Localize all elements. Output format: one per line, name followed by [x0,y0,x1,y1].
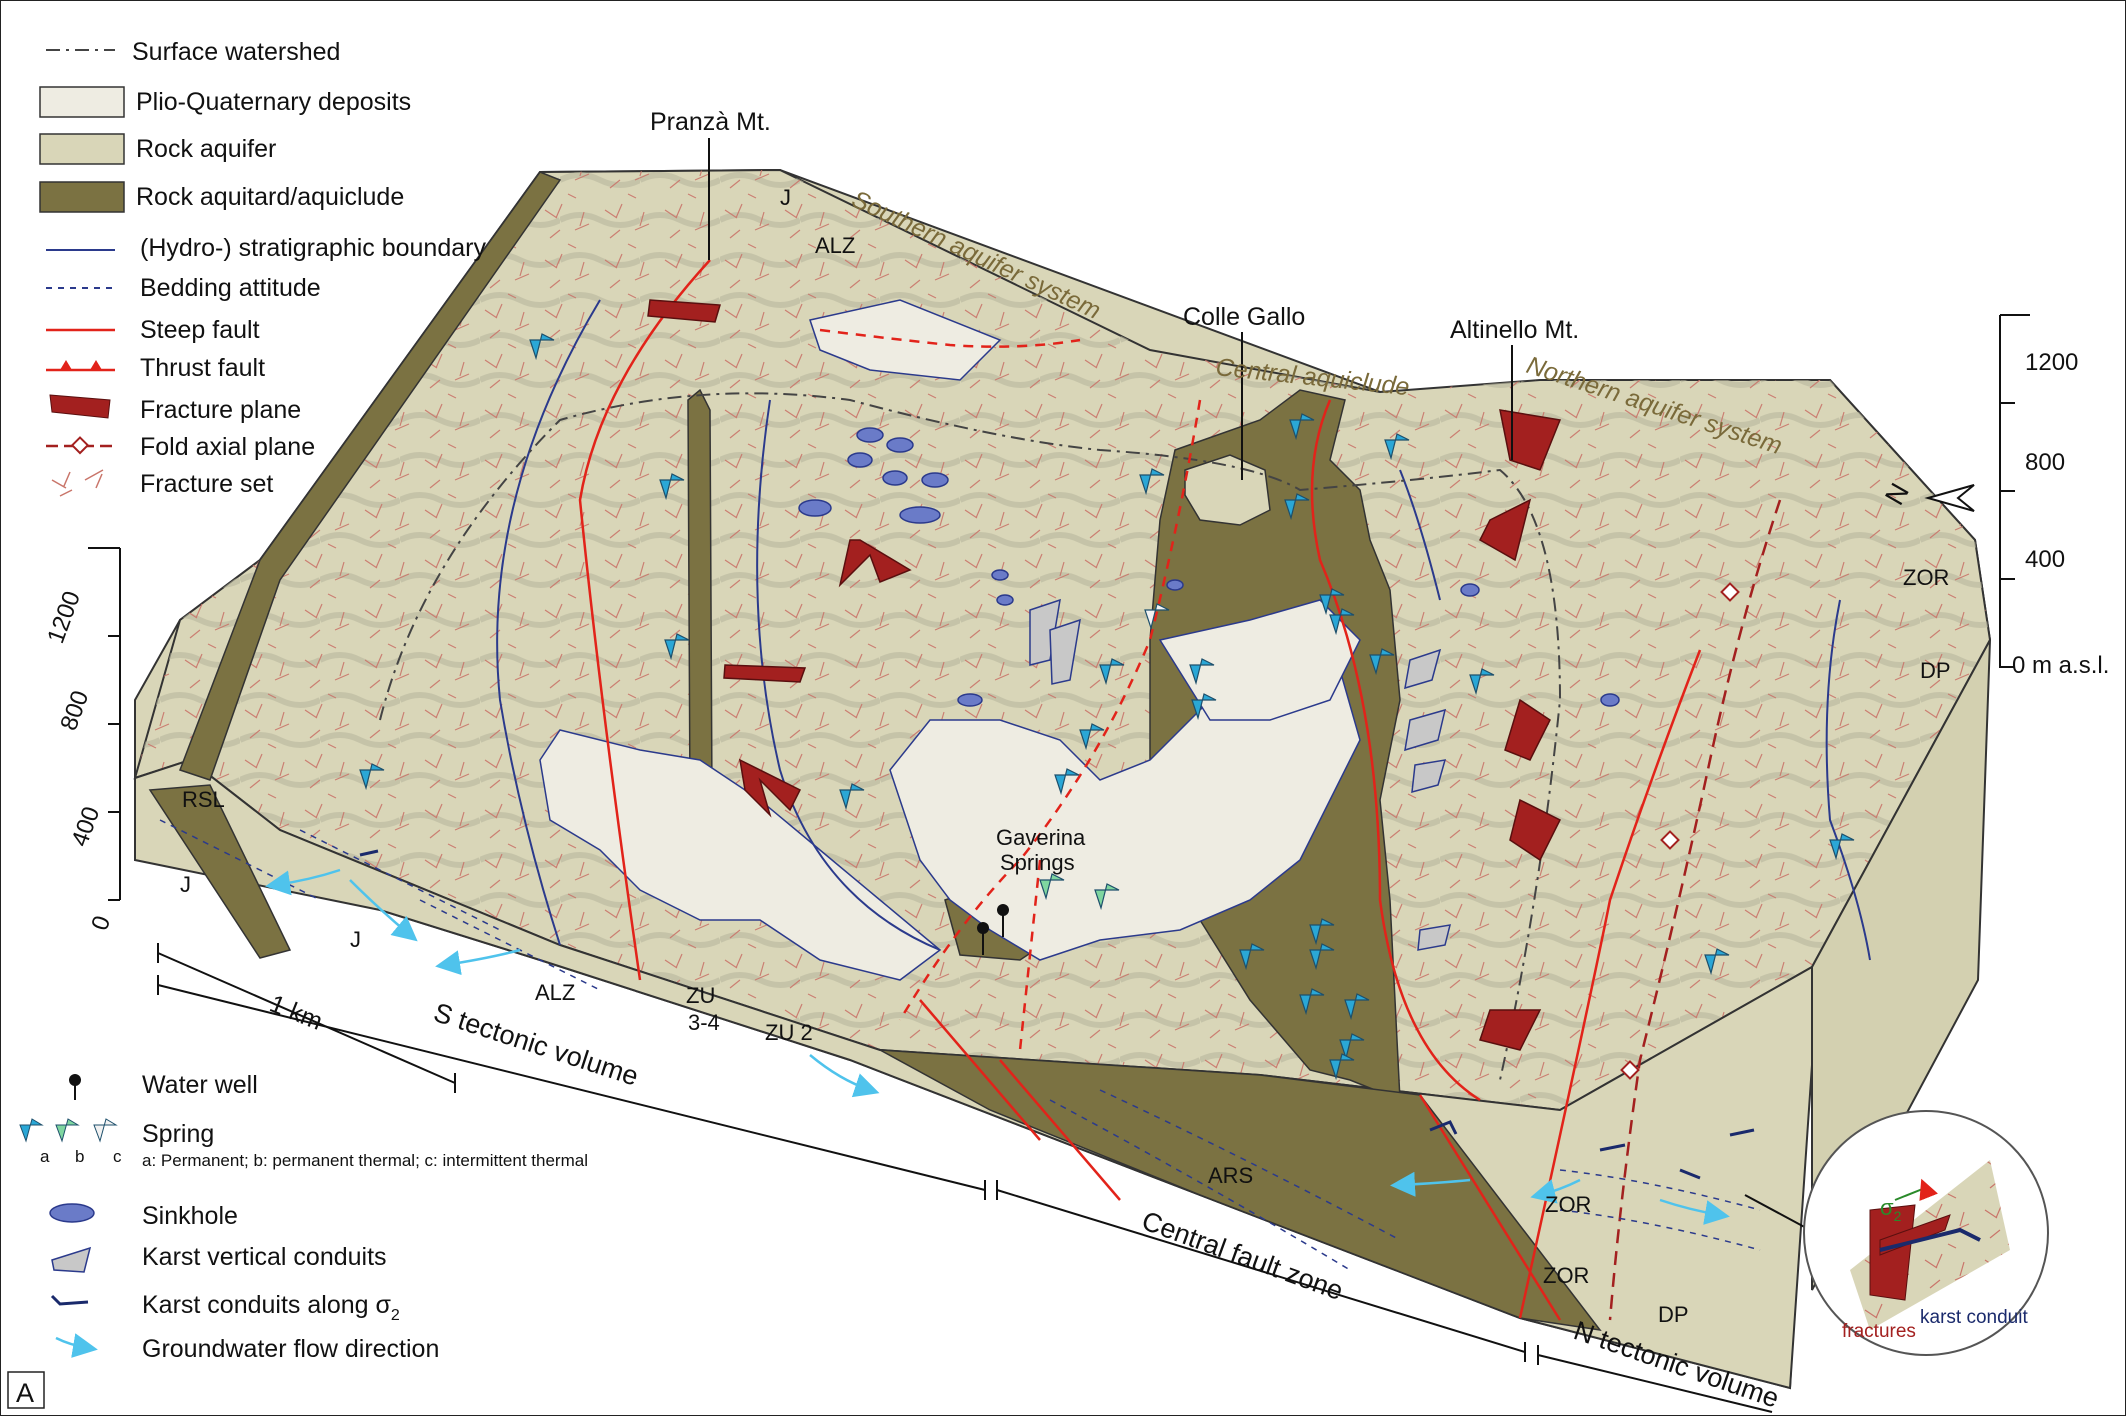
legend-label-aquifer: Rock aquifer [136,135,276,163]
label-colle-gallo: Colle Gallo [1183,303,1305,331]
unit-ZOR-front1: ZOR [1545,1192,1591,1217]
legend-label-karst-vertical: Karst vertical conduits [142,1243,387,1271]
legend-label-fracture-plane: Fracture plane [140,396,301,424]
groundwater-flow-arrows [265,868,1730,1225]
thrust-faults [819,328,1202,1051]
inset-fractures: fractures [1842,1321,1916,1342]
fold-axial-plane [1608,499,1782,1321]
karst-vertical-conduits [1029,598,1452,951]
legend-spring-b: b [75,1147,84,1166]
north-arrow [1924,484,1975,512]
left-tick-1200: 1200 [42,588,86,647]
springs [359,333,1855,1081]
unit-J-front2: J [350,927,361,952]
legend-label-plio: Plio-Quaternary deposits [136,88,411,116]
unit-ZU2: ZU 2 [765,1020,813,1045]
legend-label-karst-sigma: Karst conduits along σ2 [142,1291,400,1324]
legend-label-fold: Fold axial plane [140,433,315,461]
leader-lines [708,138,1811,1231]
block-right-face [1811,639,1991,1291]
legend-label-spring: Spring [142,1120,214,1148]
sinkholes [798,427,1620,707]
water-wells [977,904,1009,955]
colle-gallo-deposit [1184,454,1271,526]
unit-ZOR-right: ZOR [1903,565,1949,590]
left-elevation-axis [88,547,121,901]
label-gaverina-2: Springs [1000,850,1075,875]
label-s-volume: S tectonic volume [430,997,642,1091]
label-pranza: Pranzà Mt. [650,108,771,136]
legend-symbols [7,49,125,1409]
legend-label-thrust: Thrust fault [140,354,265,382]
legend-label-flow: Groundwater flow direction [142,1335,439,1363]
plio-deposit-4 [809,299,1002,381]
right-tick-0: 0 m a.s.l. [2012,652,2109,679]
inset-karst-conduit: karst conduit [1920,1307,2028,1328]
karst-conduits-sigma2 [359,849,1755,1180]
unit-ALZ-top: ALZ [815,233,855,258]
legend-label-bedding: Bedding attitude [140,274,321,302]
unit-J-front1: J [180,872,191,897]
legend-label-steep: Steep fault [140,316,260,344]
plio-deposit-2 [889,659,1361,961]
left-tick-0: 0 [86,912,116,934]
left-tick-800: 800 [55,687,94,734]
surface-watershed [379,392,1562,1081]
inset-circle [1803,1110,2049,1356]
legend-label-fracture-set: Fracture set [140,470,273,498]
label-altinello: Altinello Mt. [1450,316,1579,344]
unit-RSL: RSL [182,787,225,812]
legend-label-well: Water well [142,1071,258,1099]
legend-label-strat: (Hydro-) stratigraphic boundary [140,234,486,262]
legend-label-sinkhole: Sinkhole [142,1202,238,1230]
front-bedding [159,819,1761,1271]
right-elevation-axis [1999,314,2030,668]
legend-spring-a: a [40,1147,50,1166]
legend-spring-c: c [113,1147,122,1166]
unit-ARS: ARS [1208,1163,1253,1188]
fracture-planes [647,299,1562,1051]
unit-ZU34-a: ZU [686,983,715,1008]
inset-sigma: σ2 [1880,1195,1902,1224]
panel-label: A [16,1378,34,1408]
scale-and-volume-bars [157,943,1773,1413]
legend-label-watershed: Surface watershed [132,38,340,66]
right-tick-800: 800 [2025,449,2065,476]
unit-ZU34-b: 3-4 [688,1010,720,1035]
plio-deposit-1 [539,729,942,981]
label-gaverina-1: Gaverina [996,825,1086,850]
unit-ZOR-front2: ZOR [1543,1263,1589,1288]
right-tick-400: 400 [2025,546,2065,573]
scale-label: 1 km [266,990,327,1036]
unit-ALZ-front: ALZ [535,980,575,1005]
unit-J-top: J [780,185,791,210]
legend-label-aquitard: Rock aquitard/aquiclude [136,183,404,211]
unit-DP-right: DP [1920,658,1951,683]
left-tick-400: 400 [66,803,105,850]
stratigraphic-boundaries [496,299,1871,961]
plio-deposit-3 [1158,599,1361,721]
right-tick-1200: 1200 [2025,349,2078,376]
legend-spring-note: a: Permanent; b: permanent thermal; c: i… [142,1151,588,1170]
steep-faults [578,259,1702,1321]
unit-DP-front: DP [1658,1302,1689,1327]
left-aquitard-band [179,171,562,781]
